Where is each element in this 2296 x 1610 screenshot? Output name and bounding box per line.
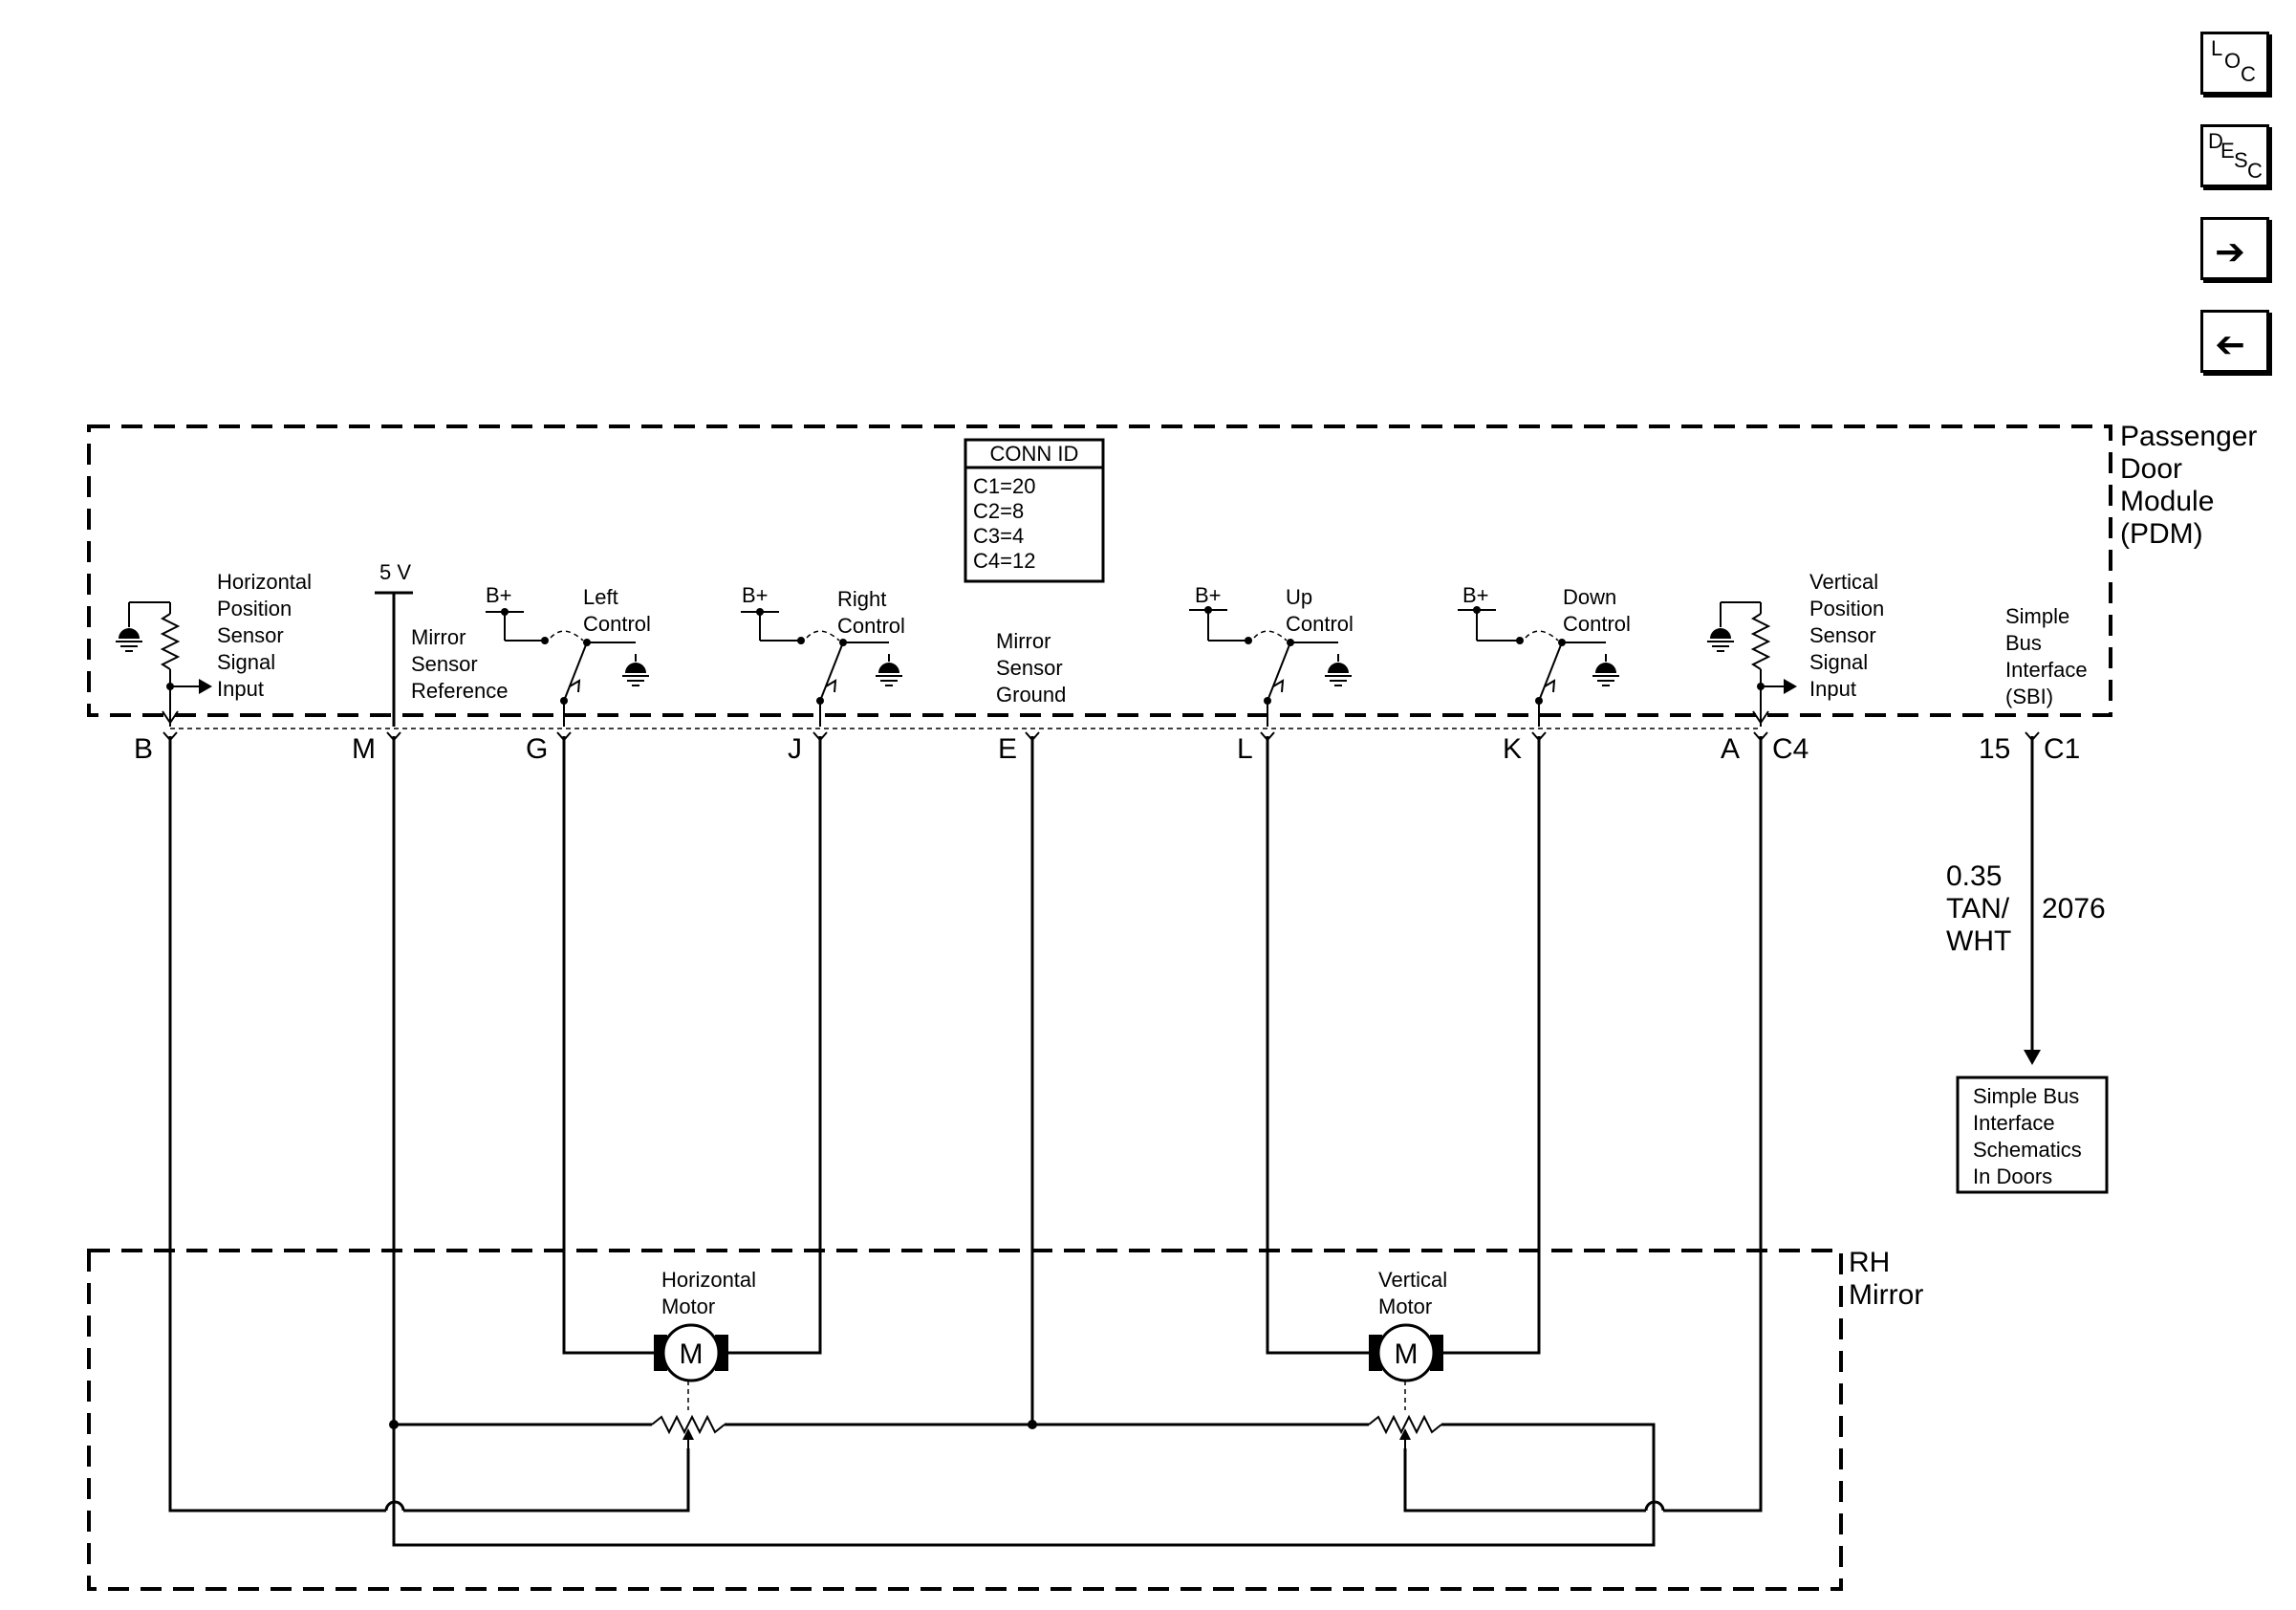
pdm-title: Passenger Door Module (PDM) [2120, 421, 2265, 550]
conn-id-table: CONN ID C1=20 C2=8 C3=4 C4=12 [964, 438, 1105, 583]
pin-k-label: K [1503, 733, 1522, 765]
sbi-arrow [2024, 1050, 2041, 1065]
desc-letter-e: E [2220, 139, 2235, 163]
vertical-motor: M [1368, 1323, 1443, 1448]
right-control-switch [741, 608, 903, 727]
wire-gauge: 0.35 [1946, 860, 2002, 892]
mirror-sensor-reference-label: Mirror Sensor Reference [411, 625, 509, 703]
mirror-sensor-ground-label: Mirror Sensor Ground [996, 629, 1069, 707]
pin-a-label: A [1721, 733, 1740, 765]
connector-c4-label: C4 [1772, 733, 1809, 765]
horizontal-position-sensor-label: Horizontal Position Sensor Signal Input [217, 570, 317, 701]
pin-j-label: J [788, 733, 802, 765]
up-control-switch [1189, 606, 1353, 727]
up-control-label: Up Control [1286, 585, 1354, 636]
motor-letter: M [1395, 1338, 1419, 1370]
rh-mirror-title: RH Mirror [1849, 1247, 1923, 1311]
desc-letter-s: S [2234, 148, 2248, 172]
vertical-position-sensor-circuit [1706, 601, 1797, 727]
loc-letter-o: O [2224, 49, 2242, 73]
left-control-switch [486, 608, 650, 727]
right-control-label: Right Control [837, 587, 905, 638]
harness-wires [168, 736, 1763, 1547]
conn-id-row: C3=4 [973, 524, 1024, 548]
sbi-reference-text: Simple Bus Interface Schematics In Doors [1973, 1084, 2088, 1188]
horizontal-position-sensor-circuit [115, 601, 212, 727]
pin-g-label: G [526, 733, 548, 765]
down-control-switch [1458, 606, 1620, 727]
vertical-motor-label: Vertical Motor [1378, 1268, 1453, 1318]
horizontal-motor-label: Horizontal Motor [661, 1268, 762, 1318]
desc-letter-c: C [2247, 159, 2263, 183]
wire-color-1: TAN/ [1946, 893, 2010, 925]
conn-id-row: C4=12 [973, 549, 1035, 573]
conn-id-row: C2=8 [973, 499, 1024, 523]
bplus-label: B+ [742, 583, 769, 607]
5v-label: 5 V [379, 560, 411, 584]
pdm-box [87, 424, 2112, 717]
circuit-number: 2076 [2042, 893, 2106, 925]
pin-15-label: 15 [1979, 733, 2010, 765]
pin-e-label: E [998, 733, 1017, 765]
bplus-label: B+ [486, 583, 512, 607]
desc-letter-d: D [2208, 129, 2223, 153]
motor-letter: M [680, 1338, 704, 1370]
left-control-label: Left Control [583, 585, 651, 636]
loc-letter-l: L [2211, 36, 2223, 60]
sbi-label: Simple Bus Interface (SBI) [2005, 604, 2093, 708]
bplus-label: B+ [1462, 583, 1489, 607]
pin-l-label: L [1237, 733, 1253, 765]
connector-c1-label: C1 [2044, 733, 2080, 765]
wire-color-2: WHT [1946, 925, 2011, 957]
horizontal-motor: M [651, 1323, 728, 1448]
rh-mirror-box [87, 1249, 1843, 1591]
sbi-schematic-reference[interactable]: Simple Bus Interface Schematics In Doors [1956, 1076, 2109, 1194]
pin-b-label: B [134, 733, 153, 765]
previous-page-button[interactable]: ➔ [2200, 310, 2269, 373]
conn-id-row: C1=20 [973, 474, 1035, 498]
down-control-label: Down Control [1563, 585, 1631, 636]
description-button[interactable]: D E S C [2200, 124, 2269, 187]
pin-m-label: M [352, 733, 376, 765]
vertical-position-sensor-label: Vertical Position Sensor Signal Input [1809, 570, 1890, 701]
loc-letter-c: C [2241, 62, 2256, 86]
next-page-button[interactable]: ➔ [2200, 217, 2269, 280]
conn-id-header: CONN ID [990, 442, 1079, 466]
arrow-right-icon: ➔ [2215, 230, 2245, 272]
location-button[interactable]: L O C [2200, 32, 2269, 95]
bplus-label: B+ [1195, 583, 1222, 607]
